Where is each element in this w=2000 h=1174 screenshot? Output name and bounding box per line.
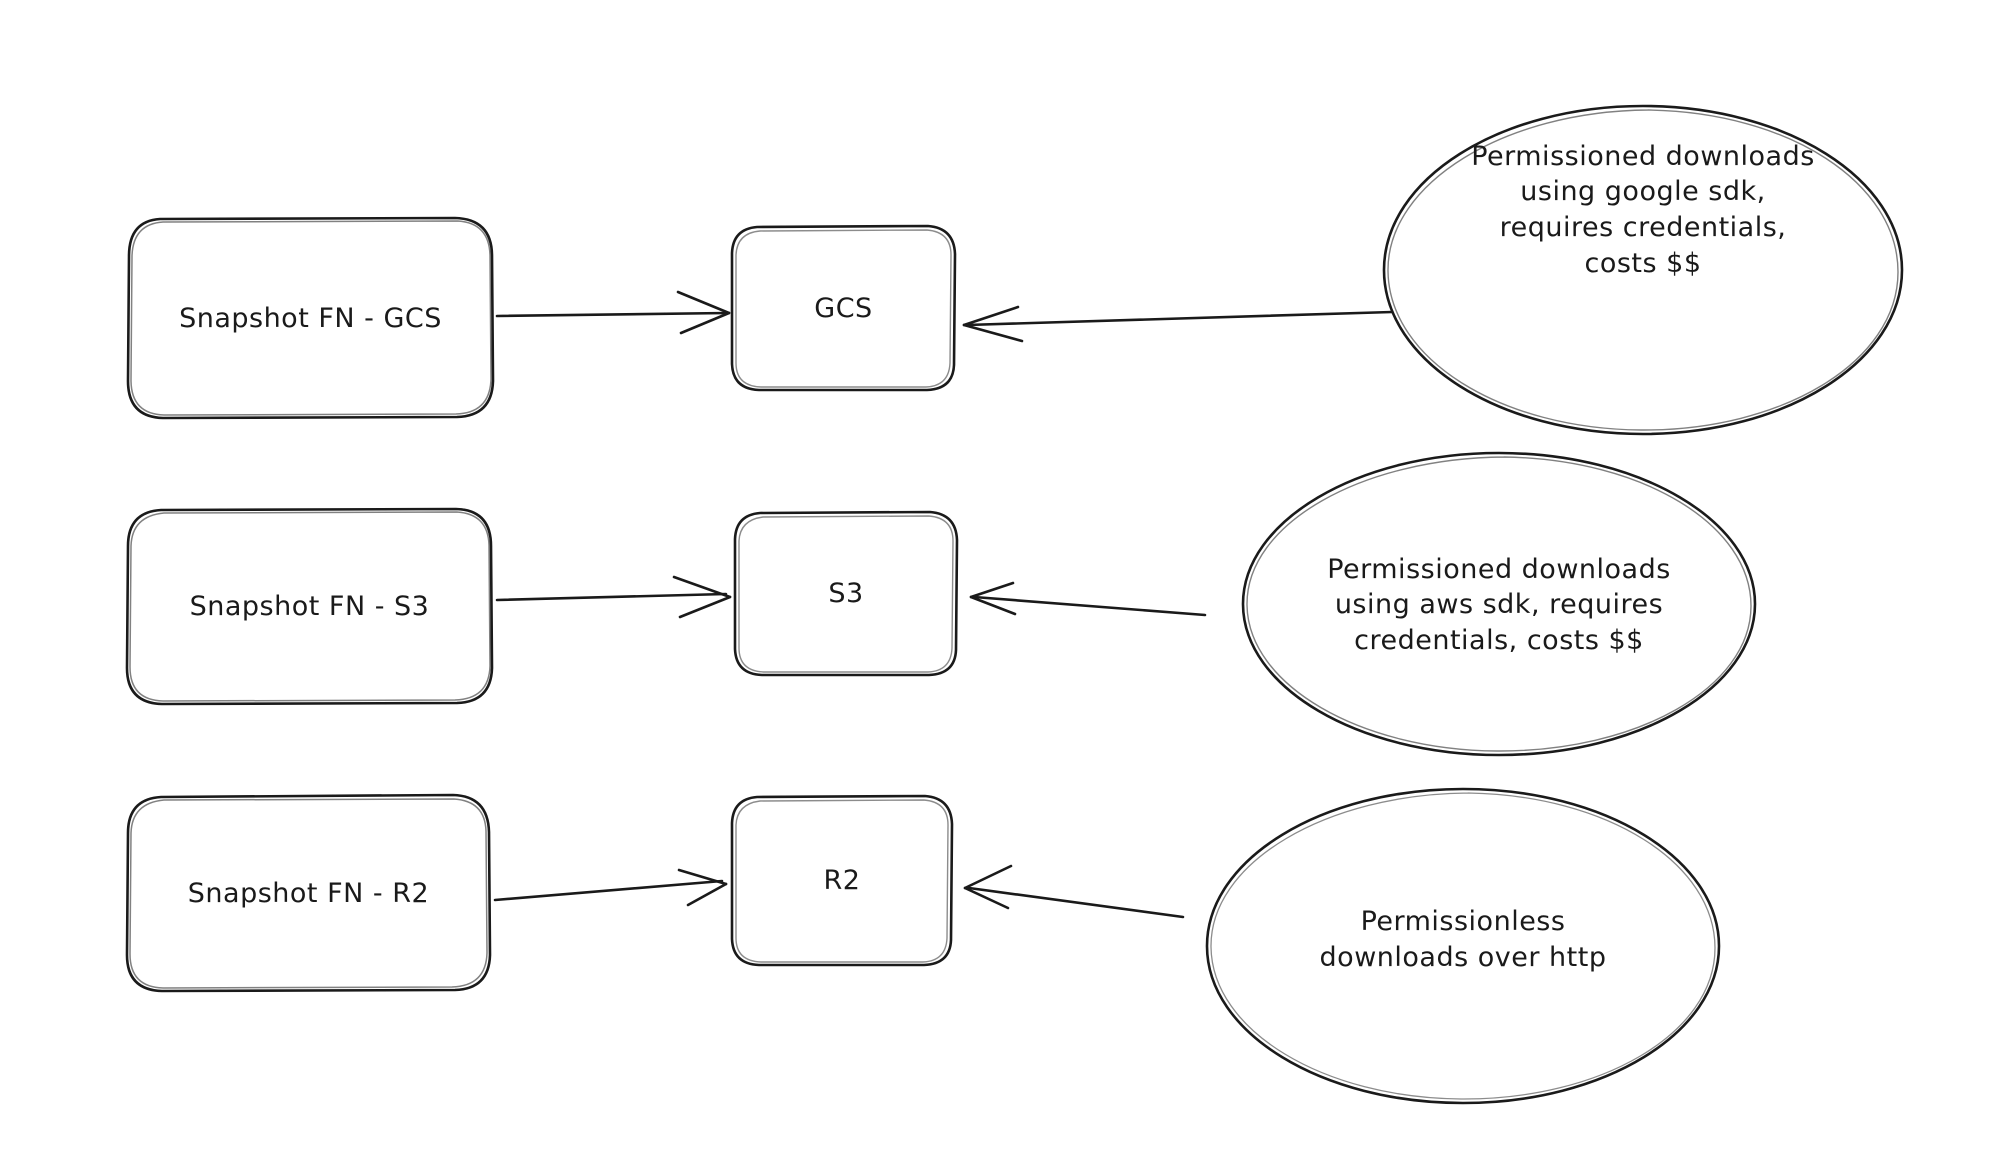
node-snapshot-fn-s3-shape[interactable] bbox=[125, 507, 494, 706]
node-snapshot-fn-gcs-shape[interactable] bbox=[126, 216, 495, 420]
edge-note-s3-to-s3[interactable] bbox=[969, 581, 1207, 617]
node-snapshot-fn-s3[interactable] bbox=[127, 509, 492, 704]
node-s3-shape[interactable] bbox=[733, 510, 959, 677]
edge-snapshot-r2-to-r2[interactable] bbox=[493, 868, 728, 907]
node-snapshot-fn-gcs[interactable] bbox=[128, 218, 493, 418]
node-snapshot-fn-r2-shape[interactable] bbox=[125, 793, 492, 993]
note-gcs[interactable] bbox=[1384, 106, 1902, 434]
note-s3[interactable] bbox=[1243, 453, 1755, 755]
node-gcs[interactable] bbox=[732, 226, 955, 390]
edge-snapshot-gcs-to-gcs[interactable] bbox=[495, 290, 731, 335]
note-r2[interactable] bbox=[1207, 789, 1719, 1103]
note-r2-shape[interactable] bbox=[1205, 787, 1721, 1105]
edge-note-gcs-to-gcs[interactable] bbox=[962, 305, 1394, 343]
node-r2[interactable] bbox=[732, 796, 952, 965]
edge-note-r2-to-r2[interactable] bbox=[963, 864, 1185, 919]
node-gcs-shape[interactable] bbox=[730, 224, 957, 392]
note-gcs-shape[interactable] bbox=[1382, 104, 1904, 436]
node-r2-shape[interactable] bbox=[730, 794, 954, 967]
node-s3[interactable] bbox=[735, 512, 957, 675]
edge-snapshot-s3-to-s3[interactable] bbox=[495, 575, 732, 619]
node-snapshot-fn-r2[interactable] bbox=[127, 795, 490, 991]
note-s3-shape[interactable] bbox=[1241, 451, 1757, 757]
